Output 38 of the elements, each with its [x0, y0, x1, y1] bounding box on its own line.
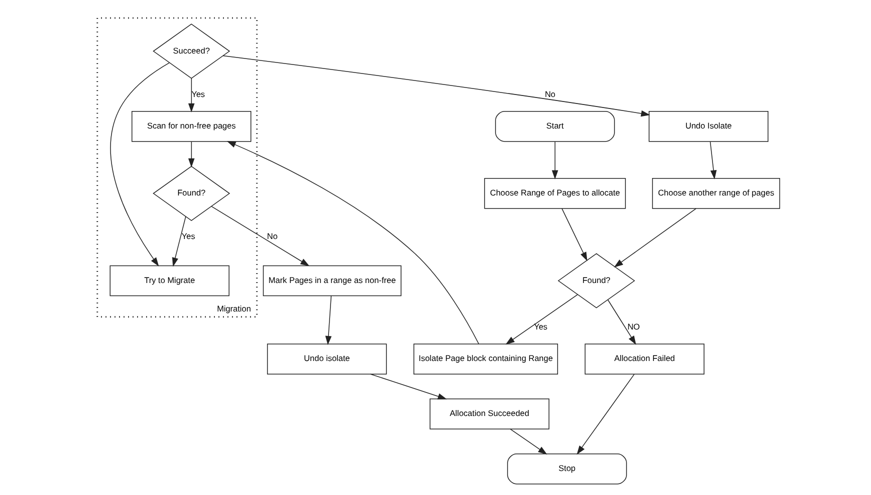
arrow [608, 299, 636, 344]
arrow [172, 216, 186, 266]
arrow [510, 428, 548, 454]
node-box: Undo Isolate [648, 110, 768, 142]
node-box: Undo isolate [267, 343, 387, 374]
arrow [552, 140, 558, 179]
arrow [506, 294, 578, 344]
arrow [222, 54, 650, 116]
arrow [226, 140, 480, 344]
edge-label: Yes [534, 322, 548, 332]
arrow [110, 62, 170, 266]
edge-label: NO [627, 322, 640, 332]
node-box: Choose Range of Pages to allocate [484, 178, 626, 208]
node-box: Isolate Page block containing Range [413, 343, 558, 374]
node-box: Allocation Failed [584, 343, 704, 374]
edge-label: Yes [182, 232, 196, 241]
node-diamond: Found? [152, 165, 230, 220]
node-diamond: Succeed? [152, 23, 230, 78]
edge-label: No [267, 232, 278, 241]
arrow [614, 208, 696, 267]
node-box: Scan for non-free pages [132, 110, 252, 142]
node-box: Try to Migrate [110, 264, 230, 296]
arrow [188, 77, 195, 112]
node-box: Stop [507, 453, 627, 484]
node-box: Allocation Succeeded [430, 398, 550, 429]
arrow [188, 140, 195, 167]
arrow [710, 140, 717, 179]
arrow [562, 208, 588, 261]
node-box: Choose another range of pages [652, 178, 780, 208]
node-diamond: Found? [558, 252, 636, 308]
arrow [370, 373, 447, 399]
node-box: Start [495, 110, 615, 142]
arrow [325, 295, 332, 345]
arrow [576, 373, 635, 454]
arrow [211, 206, 310, 266]
edge-label: No [544, 89, 556, 98]
node-box: Mark Pages in a range as non-free [262, 264, 402, 296]
edge-label: Yes [191, 89, 205, 98]
